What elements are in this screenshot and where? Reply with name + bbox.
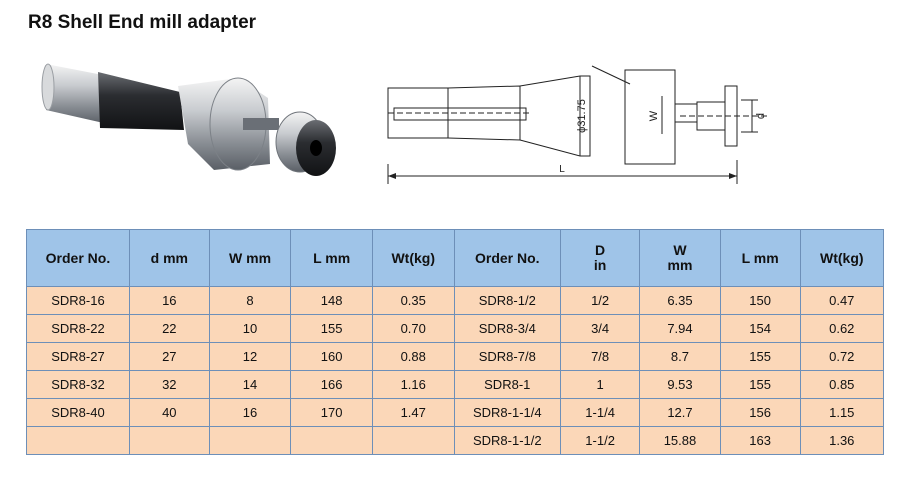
table-cell: 0.47 [799,286,885,315]
column-header-text: L mm [313,249,351,266]
table-cell: 9.53 [639,370,721,399]
table-cell: 1-1/2 [560,426,641,455]
technical-drawing: ϕ31.75 W d L [387,65,768,184]
table-cell: SDR8-7/8 [453,342,562,371]
table-cell: 163 [719,426,801,455]
table-cell: SDR8-22 [26,314,130,343]
l-dimension-label: L [559,164,565,175]
table-cell: 156 [719,398,801,427]
table-cell: SDR8-1-1/4 [453,398,562,427]
table-cell: 12 [208,342,292,371]
table-cell: 1-1/4 [560,398,641,427]
page-title: R8 Shell End mill adapter [28,12,257,33]
table-cell: 160 [290,342,373,371]
column-header: L mm [290,229,373,287]
table-cell: 1.15 [799,398,885,427]
column-header: L mm [719,229,801,287]
table-cell: SDR8-1 [453,370,562,399]
column-header-text: Wt(kg) [820,249,864,266]
column-header: Order No. [26,229,130,287]
column-header-text: Wt(kg) [391,249,435,266]
table-cell: 0.88 [371,342,455,371]
table-cell: 3/4 [560,314,641,343]
table-cell: 0.72 [799,342,885,371]
table-cell [290,426,373,455]
table-cell: 155 [719,342,801,371]
column-header: Wt(kg) [799,229,885,287]
table-cell: 16 [128,286,210,315]
table-cell: 0.70 [371,314,455,343]
d-dimension-label: d [755,113,767,119]
table-cell: 0.35 [371,286,455,315]
table-cell: SDR8-32 [26,370,130,399]
column-header: W mm [208,229,292,287]
table-cell: 155 [290,314,373,343]
table-cell: 1 [560,370,641,399]
table-cell: 0.62 [799,314,885,343]
table-cell: 1/2 [560,286,641,315]
table-cell: 12.7 [639,398,721,427]
column-header-text: d mm [150,249,188,266]
column-header-text: in [593,257,607,273]
column-header: Order No. [453,229,562,287]
table-cell: SDR8-40 [26,398,130,427]
table-cell: 15.88 [639,426,721,455]
column-header-text: Order No. [474,249,540,266]
table-cell [26,426,130,455]
table-cell: 8 [208,286,292,315]
product-photo [41,63,336,176]
table-cell [208,426,292,455]
table-cell: SDR8-3/4 [453,314,562,343]
table-cell [371,426,455,455]
column-header: d mm [128,229,210,287]
column-header: Wt(kg) [371,229,455,287]
table-cell: 1.36 [799,426,885,455]
table-cell: 154 [719,314,801,343]
table-cell: 155 [719,370,801,399]
table-cell: 1.16 [371,370,455,399]
w-dimension-label: W [648,110,660,121]
table-cell: 166 [290,370,373,399]
table-cell: 1.47 [371,398,455,427]
column-header-text: Order No. [45,249,111,266]
column-header-text: W [673,242,687,258]
table-cell: 8.7 [639,342,721,371]
table-cell: 150 [719,286,801,315]
table-cell: 170 [290,398,373,427]
column-header-text: D [595,242,606,258]
table-cell: 148 [290,286,373,315]
table-cell: SDR8-27 [26,342,130,371]
table-cell: 32 [128,370,210,399]
table-cell: 16 [208,398,292,427]
diameter-dimension-label: ϕ31.75 [576,99,588,133]
column-header-text: W mm [229,249,272,266]
table-cell: SDR8-16 [26,286,130,315]
table-cell: 27 [128,342,210,371]
table-cell: 14 [208,370,292,399]
column-header-text: mm [667,257,693,273]
table-cell: SDR8-1/2 [453,286,562,315]
table-cell: 0.85 [799,370,885,399]
table-cell: 6.35 [639,286,721,315]
table-cell: 22 [128,314,210,343]
column-header-text: L mm [741,249,779,266]
table-cell: 40 [128,398,210,427]
table-cell [128,426,210,455]
table-cell: 7/8 [560,342,641,371]
table-cell: 7.94 [639,314,721,343]
table-cell: SDR8-1-1/2 [453,426,562,455]
table-cell: 10 [208,314,292,343]
